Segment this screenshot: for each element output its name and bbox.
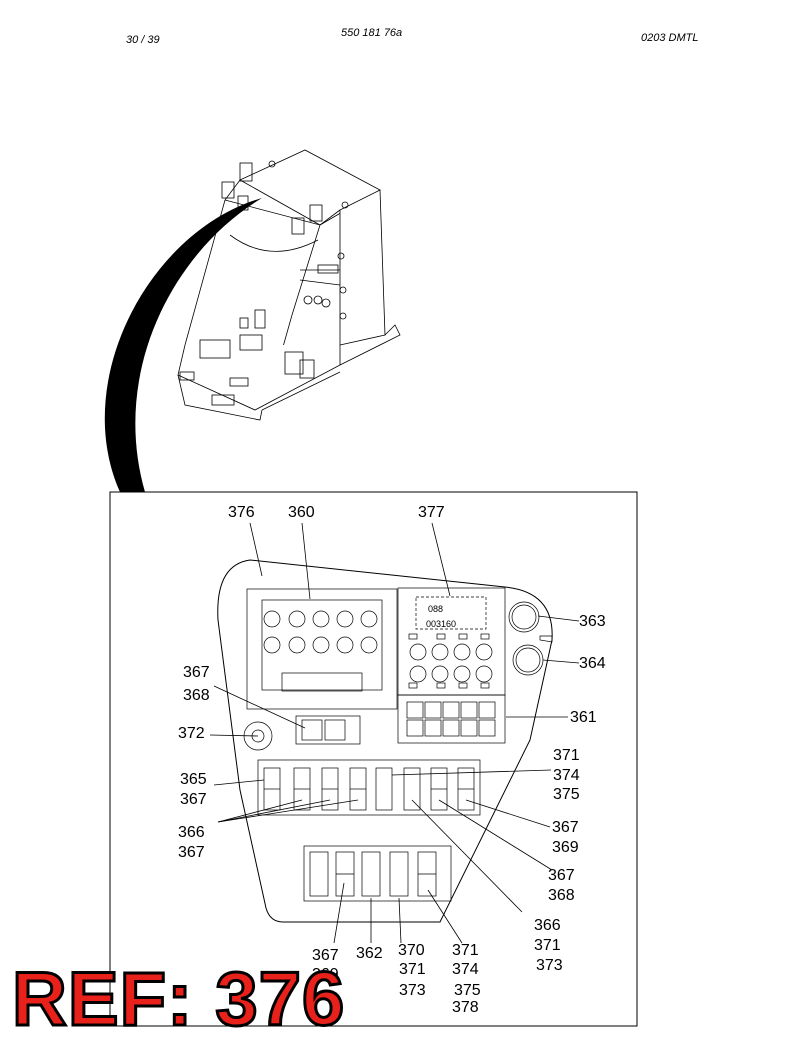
gauges — [508, 601, 553, 676]
callout-366-b: 366 — [534, 917, 561, 934]
callout-374-b: 374 — [452, 961, 479, 978]
callout-373-a: 373 — [536, 957, 563, 974]
detail-frame — [109, 491, 638, 1027]
callout-372: 372 — [178, 725, 205, 742]
callout-367-d: 367 — [552, 819, 579, 836]
callout-375-b: 375 — [454, 982, 481, 999]
callout-361: 361 — [570, 709, 597, 726]
document-code: 0203 DMTL — [641, 32, 699, 44]
callout-368-b: 368 — [548, 887, 575, 904]
callout-368-a: 368 — [183, 687, 210, 704]
callout-362: 362 — [356, 945, 383, 962]
callout-364: 364 — [579, 655, 606, 672]
page-number: 30 / 39 — [126, 34, 160, 46]
callout-375-a: 375 — [553, 786, 580, 803]
callout-370: 370 — [398, 942, 425, 959]
callout-367-f: 367 — [312, 947, 339, 964]
callout-371-d: 371 — [452, 942, 479, 959]
warning-lamp-module — [246, 588, 398, 710]
hour-meter-and-knob — [243, 715, 361, 751]
callout-366-a: 366 — [178, 824, 205, 841]
callout-360: 360 — [288, 504, 315, 521]
callout-367-e: 367 — [548, 867, 575, 884]
callout-371-a: 371 — [553, 747, 580, 764]
callout-363: 363 — [579, 613, 606, 630]
panel-outline — [217, 559, 553, 923]
reference-label: REF: 376 — [10, 957, 346, 1042]
lower-rocker-row — [303, 845, 452, 902]
display-module — [397, 587, 506, 696]
zoom-leader-arc — [104, 198, 262, 492]
upper-rocker-row — [257, 759, 481, 816]
display-value-bottom: 003160 — [426, 619, 456, 629]
callout-377: 377 — [418, 504, 445, 521]
callout-367-c: 367 — [178, 844, 205, 861]
callout-373-b: 373 — [399, 982, 426, 999]
callout-367-b: 367 — [180, 791, 207, 808]
callout-376: 376 — [228, 504, 255, 521]
leader-lines — [209, 522, 580, 944]
switch-panel-361 — [397, 694, 506, 744]
callout-378: 378 — [452, 999, 479, 1016]
callout-371-b: 371 — [534, 937, 561, 954]
callout-367-a: 367 — [183, 664, 210, 681]
callout-365: 365 — [180, 771, 207, 788]
callout-369-a: 369 — [552, 839, 579, 856]
document-number: 550 181 76a — [341, 27, 403, 39]
cab-drawing — [177, 149, 401, 421]
callout-374-a: 374 — [553, 767, 580, 784]
callout-369-b: 369 — [312, 966, 339, 983]
display-value-top: 088 — [428, 604, 443, 614]
callout-371-c: 371 — [399, 961, 426, 978]
